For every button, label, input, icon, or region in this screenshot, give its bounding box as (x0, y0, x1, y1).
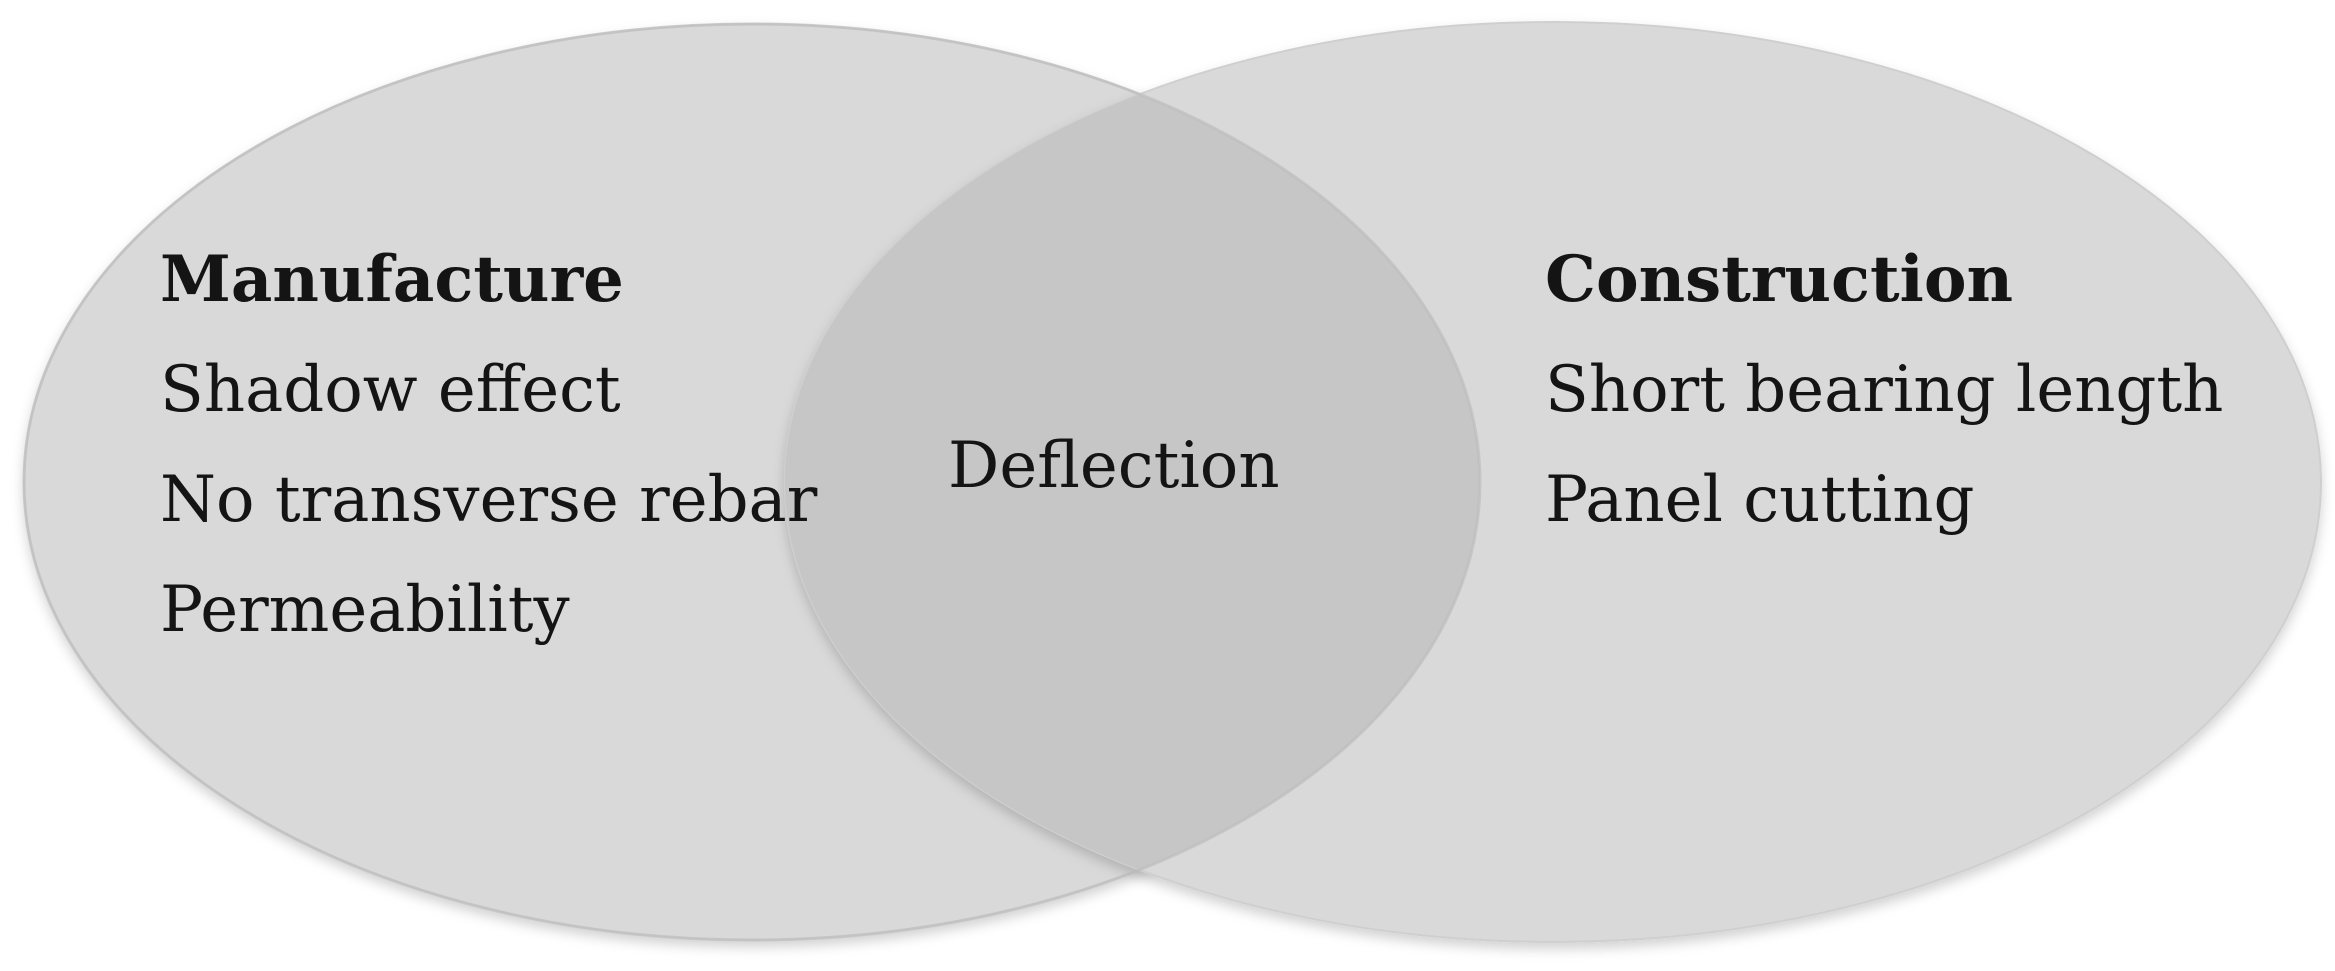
right-set-item: Short bearing length (1545, 353, 2224, 427)
left-set-item: Shadow effect (160, 353, 621, 427)
right-set-title: Construction (1545, 242, 2014, 317)
left-set-title: Manufacture (160, 242, 624, 317)
intersection-label: Deflection (948, 429, 1280, 503)
left-set-item: No transverse rebar (160, 463, 818, 537)
intersection-region (785, 24, 1480, 940)
left-set-outline (22, 22, 1482, 942)
left-set-item: Permeability (160, 573, 570, 647)
right-set-item: Panel cutting (1545, 463, 1975, 537)
